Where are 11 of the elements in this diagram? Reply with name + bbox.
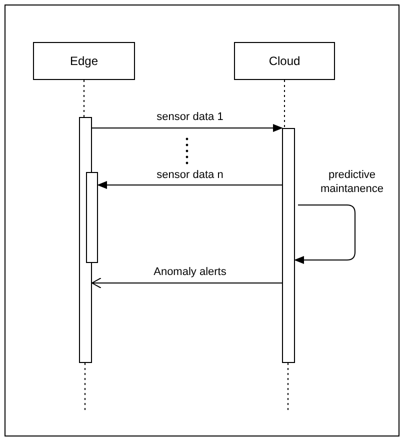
message-arrow bbox=[97, 181, 282, 189]
activation-bar bbox=[86, 172, 98, 263]
activation-bar bbox=[282, 128, 295, 363]
message-arrow bbox=[294, 204, 356, 264]
participant-name: Cloud bbox=[268, 54, 300, 68]
lifeline bbox=[284, 80, 285, 128]
participant-name: Edge bbox=[70, 54, 98, 68]
message-arrow bbox=[92, 124, 283, 132]
message-arrow bbox=[92, 278, 282, 288]
participant-box bbox=[234, 42, 335, 80]
participant-box bbox=[33, 42, 135, 80]
